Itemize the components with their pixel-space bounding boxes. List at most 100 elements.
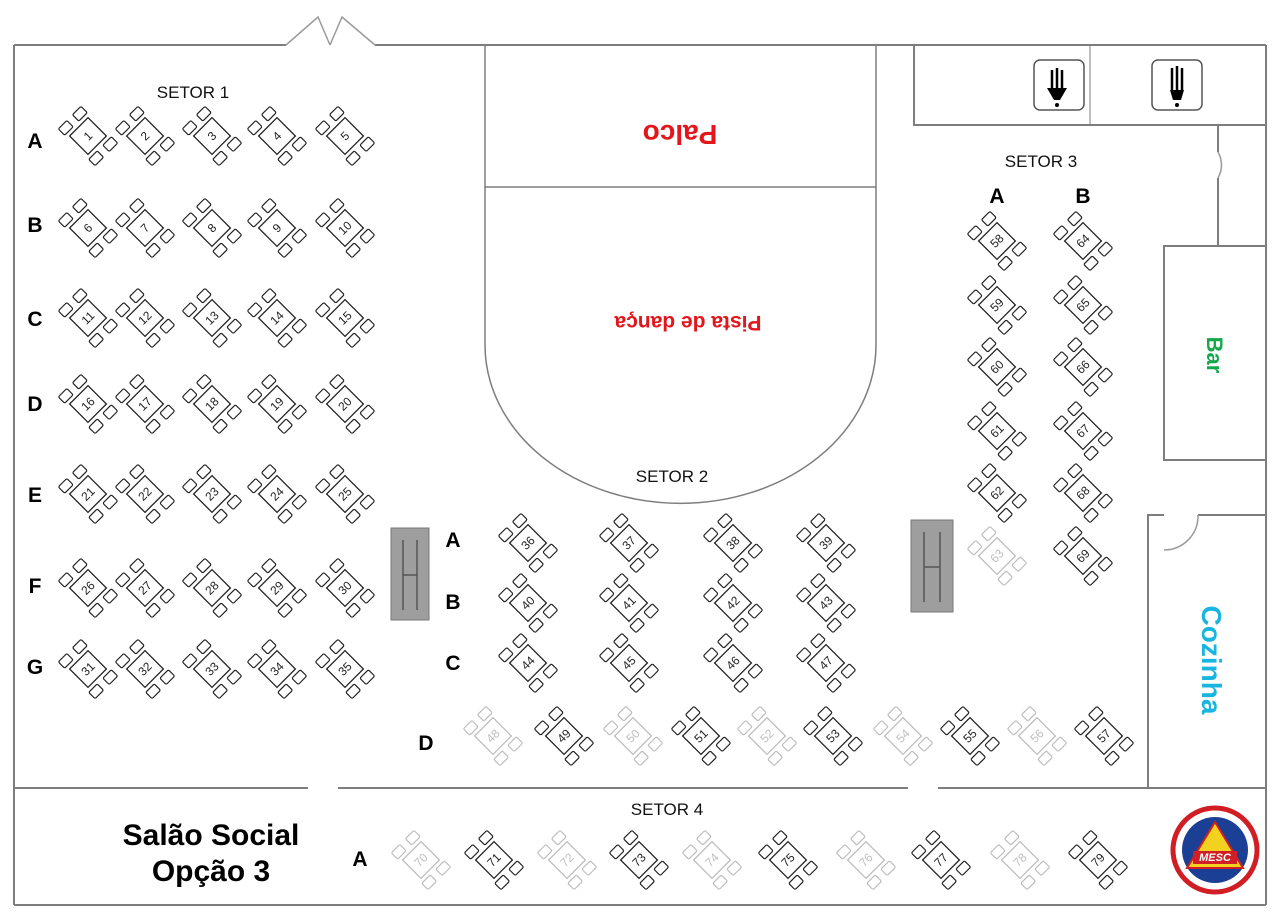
chair xyxy=(477,706,493,722)
restroom-male-icon[interactable] xyxy=(1033,59,1085,111)
table-37[interactable]: 37 xyxy=(599,513,659,573)
table-11[interactable]: 11 xyxy=(58,288,118,348)
table-15[interactable]: 15 xyxy=(315,288,375,348)
table-25[interactable]: 25 xyxy=(315,464,375,524)
table-17[interactable]: 17 xyxy=(115,374,175,434)
table-57[interactable]: 57 xyxy=(1074,706,1134,766)
table-63[interactable]: 63 xyxy=(967,526,1027,586)
table-top xyxy=(1063,285,1103,325)
table-75[interactable]: 75 xyxy=(758,830,818,890)
table-71[interactable]: 71 xyxy=(464,830,524,890)
table-45[interactable]: 45 xyxy=(599,633,659,693)
table-40[interactable]: 40 xyxy=(498,573,558,633)
table-73[interactable]: 73 xyxy=(609,830,669,890)
table-46[interactable]: 46 xyxy=(703,633,763,693)
table-28[interactable]: 28 xyxy=(182,558,242,618)
table-56[interactable]: 56 xyxy=(1007,706,1067,766)
table-14[interactable]: 14 xyxy=(247,288,307,348)
chair xyxy=(1097,367,1113,383)
table-55[interactable]: 55 xyxy=(940,706,1000,766)
table-39[interactable]: 39 xyxy=(796,513,856,573)
table-18[interactable]: 18 xyxy=(182,374,242,434)
table-26[interactable]: 26 xyxy=(58,558,118,618)
table-9[interactable]: 9 xyxy=(247,198,307,258)
table-36[interactable]: 36 xyxy=(498,513,558,573)
table-41[interactable]: 41 xyxy=(599,573,659,633)
table-5[interactable]: 5 xyxy=(315,106,375,166)
table-23[interactable]: 23 xyxy=(182,464,242,524)
table-59[interactable]: 59 xyxy=(967,275,1027,335)
table-34[interactable]: 34 xyxy=(247,639,307,699)
table-16[interactable]: 16 xyxy=(58,374,118,434)
table-top xyxy=(806,643,846,683)
table-65[interactable]: 65 xyxy=(1053,275,1113,335)
table-43[interactable]: 43 xyxy=(796,573,856,633)
table-7[interactable]: 7 xyxy=(115,198,175,258)
table-77[interactable]: 77 xyxy=(911,830,971,890)
table-50[interactable]: 50 xyxy=(603,706,663,766)
table-61[interactable]: 61 xyxy=(967,401,1027,461)
table-2[interactable]: 2 xyxy=(115,106,175,166)
table-6[interactable]: 6 xyxy=(58,198,118,258)
table-12[interactable]: 12 xyxy=(115,288,175,348)
table-42[interactable]: 42 xyxy=(703,573,763,633)
table-22[interactable]: 22 xyxy=(115,464,175,524)
table-19[interactable]: 19 xyxy=(247,374,307,434)
table-1[interactable]: 1 xyxy=(58,106,118,166)
table-33[interactable]: 33 xyxy=(182,639,242,699)
table-24[interactable]: 24 xyxy=(247,464,307,524)
chair xyxy=(247,653,263,669)
restroom-female-icon[interactable] xyxy=(1151,59,1203,111)
table-4[interactable]: 4 xyxy=(247,106,307,166)
chair xyxy=(359,588,375,604)
table-67[interactable]: 67 xyxy=(1053,401,1113,461)
chair xyxy=(997,507,1013,523)
chair xyxy=(1053,540,1069,556)
table-51[interactable]: 51 xyxy=(671,706,731,766)
table-38[interactable]: 38 xyxy=(703,513,763,573)
table-60[interactable]: 60 xyxy=(967,337,1027,397)
table-58[interactable]: 58 xyxy=(967,211,1027,271)
table-30[interactable]: 30 xyxy=(315,558,375,618)
table-21[interactable]: 21 xyxy=(58,464,118,524)
table-49[interactable]: 49 xyxy=(534,706,594,766)
chair xyxy=(72,198,88,214)
table-53[interactable]: 53 xyxy=(803,706,863,766)
table-47[interactable]: 47 xyxy=(796,633,856,693)
table-48[interactable]: 48 xyxy=(463,706,523,766)
chair xyxy=(1021,706,1037,722)
chair xyxy=(767,750,783,766)
table-52[interactable]: 52 xyxy=(737,706,797,766)
table-66[interactable]: 66 xyxy=(1053,337,1113,397)
table-62[interactable]: 62 xyxy=(967,463,1027,523)
table-74[interactable]: 74 xyxy=(682,830,742,890)
table-64[interactable]: 64 xyxy=(1053,211,1113,271)
table-76[interactable]: 76 xyxy=(836,830,896,890)
table-54[interactable]: 54 xyxy=(873,706,933,766)
table-68[interactable]: 68 xyxy=(1053,463,1113,523)
table-32[interactable]: 32 xyxy=(115,639,175,699)
table-29[interactable]: 29 xyxy=(247,558,307,618)
table-78[interactable]: 78 xyxy=(990,830,1050,890)
table-13[interactable]: 13 xyxy=(182,288,242,348)
table-69[interactable]: 69 xyxy=(1053,526,1113,586)
table-27[interactable]: 27 xyxy=(115,558,175,618)
row-label: B xyxy=(445,591,461,614)
table-72[interactable]: 72 xyxy=(537,830,597,890)
chair xyxy=(551,830,567,846)
chair xyxy=(329,558,345,574)
table-10[interactable]: 10 xyxy=(315,198,375,258)
chair xyxy=(58,388,74,404)
buffet-counter-right xyxy=(910,519,954,613)
chair xyxy=(548,706,564,722)
table-70[interactable]: 70 xyxy=(391,830,451,890)
chair xyxy=(478,830,494,846)
table-35[interactable]: 35 xyxy=(315,639,375,699)
table-79[interactable]: 79 xyxy=(1068,830,1128,890)
chair xyxy=(1088,706,1104,722)
table-31[interactable]: 31 xyxy=(58,639,118,699)
table-20[interactable]: 20 xyxy=(315,374,375,434)
table-8[interactable]: 8 xyxy=(182,198,242,258)
table-44[interactable]: 44 xyxy=(498,633,558,693)
table-3[interactable]: 3 xyxy=(182,106,242,166)
